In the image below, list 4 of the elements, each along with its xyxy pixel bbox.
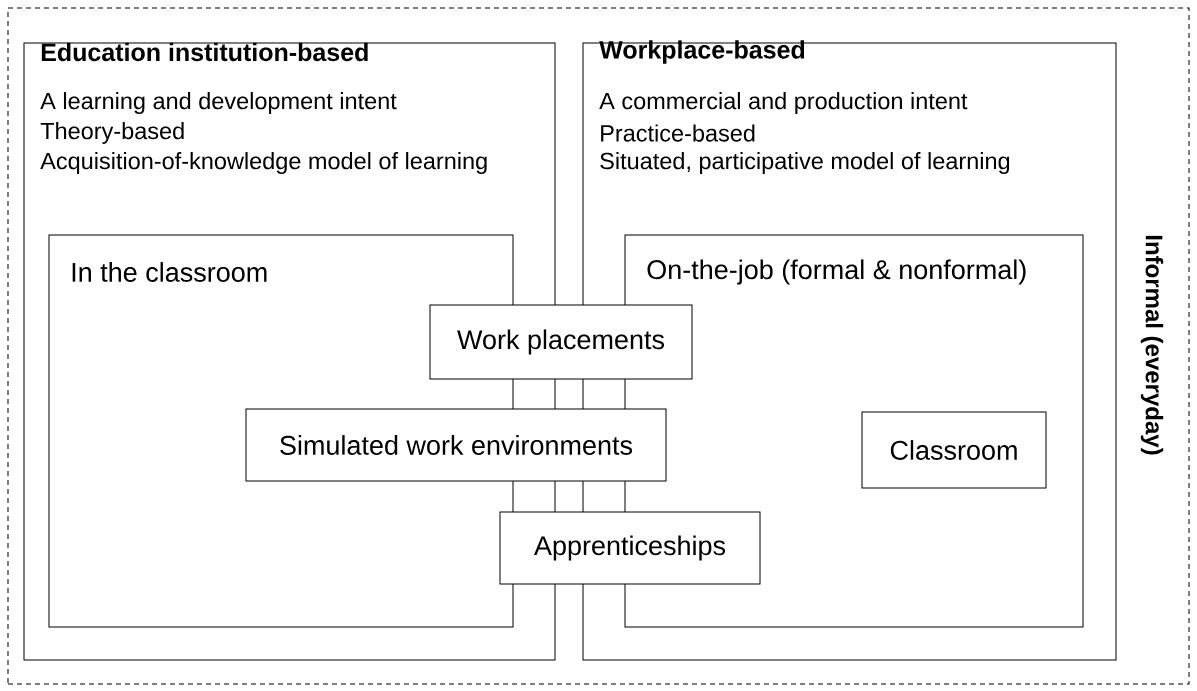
setting-box: Work placements [429, 304, 693, 380]
setting-box: Classroom [861, 411, 1047, 489]
setting-box: Apprenticeships [499, 511, 761, 585]
setting-box: Simulated work environments [245, 408, 667, 482]
